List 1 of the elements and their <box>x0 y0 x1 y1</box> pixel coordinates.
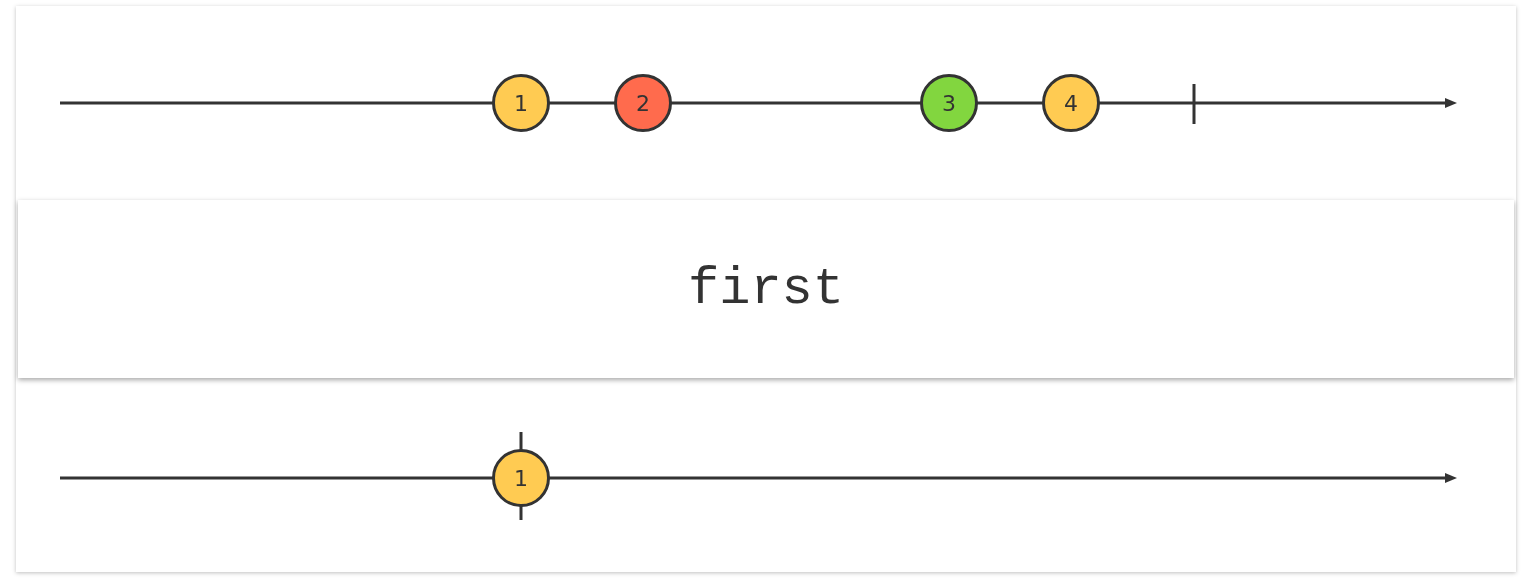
operator-box: first <box>18 200 1514 378</box>
